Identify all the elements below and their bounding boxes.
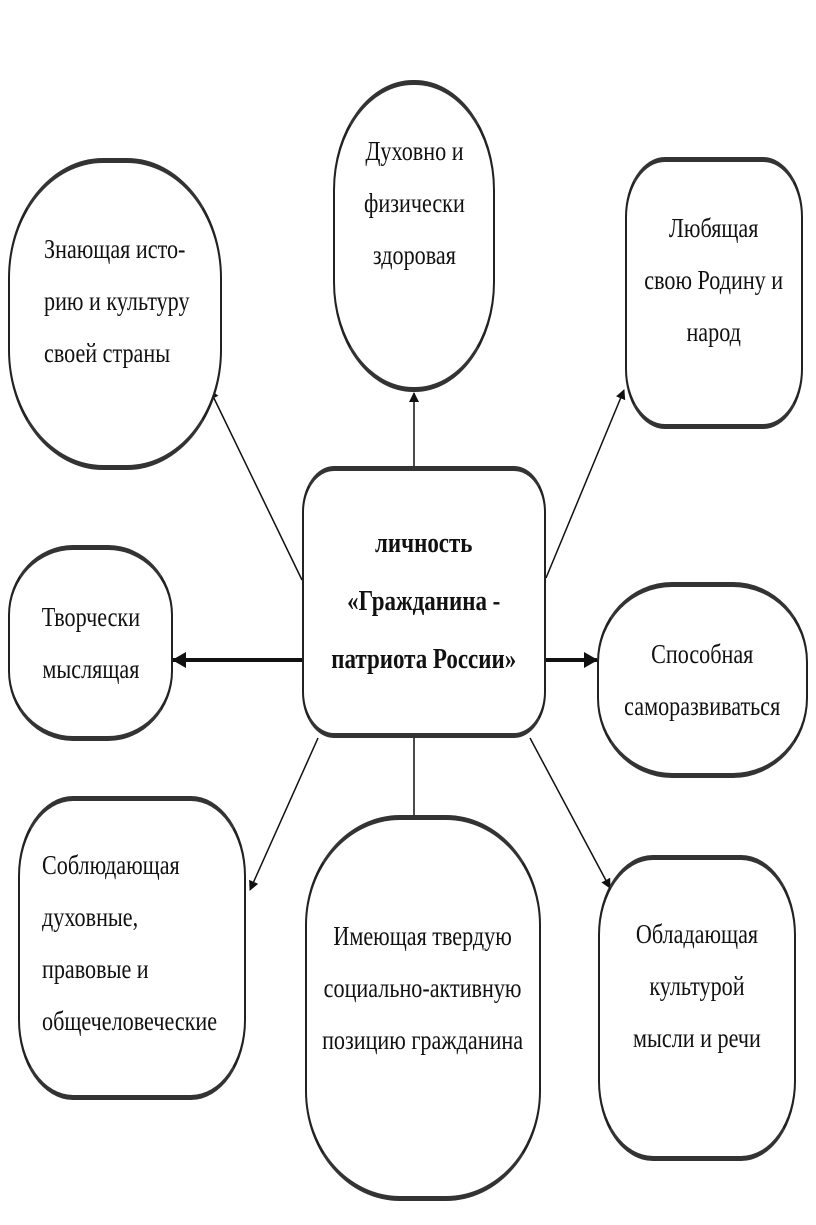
node-text: культурой [649,971,745,1001]
center-text: «Гражданина - [347,586,501,617]
node-text: социально-активную [324,973,522,1003]
node-text: своей страны [44,338,171,368]
node-text: саморазвиваться [624,691,781,721]
node-love: Любящая свою Родину и народ [625,157,803,429]
arrow-to-culture [529,737,611,889]
node-text: правовые и [42,954,149,984]
arrow-to-history [209,389,303,581]
node-text: Духовно и [364,136,464,166]
node-text: здоровая [372,240,456,270]
center-text: патриота России» [331,644,517,675]
node-text: Творчески [41,602,140,632]
center-node: личность «Гражданина - патриота России» [302,466,546,738]
node-text: Способная [651,639,754,669]
node-text: Соблюдающая [42,850,180,880]
node-creative: Творчески мыслящая [8,545,173,741]
node-selfdev: Способная саморазвиваться [597,582,808,778]
node-health: Духовно и физически здоровая [333,80,495,392]
node-text: народ [686,317,742,347]
node-text: физически [363,188,465,218]
node-text: Любящая [669,213,759,243]
node-text: позицию гражданина [322,1025,524,1055]
center-text: личность [375,528,473,559]
node-text: рию и культуру [44,286,190,316]
node-text: духовные, [42,902,139,932]
node-history: Знающая исто-рию и культуру своей страны [8,158,222,470]
node-text: Имеющая твердую [333,921,513,951]
node-position: Имеющая твердую социально-активную позицию… [305,815,541,1201]
node-values: Соблюдающая духовные, правовые и общечелове… [18,796,246,1100]
arrow-to-values [249,737,319,891]
arrow-to-love [545,389,626,579]
node-text: общечеловеческие [42,1006,218,1036]
node-text: мысли и речи [633,1023,761,1053]
node-text: Обладающая [635,919,759,949]
node-text: свою Родину и [644,265,784,295]
node-text: Знающая исто- [44,234,186,264]
node-culture: Обладающая культурой мысли и речи [598,855,796,1161]
node-text: мыслящая [41,654,139,684]
